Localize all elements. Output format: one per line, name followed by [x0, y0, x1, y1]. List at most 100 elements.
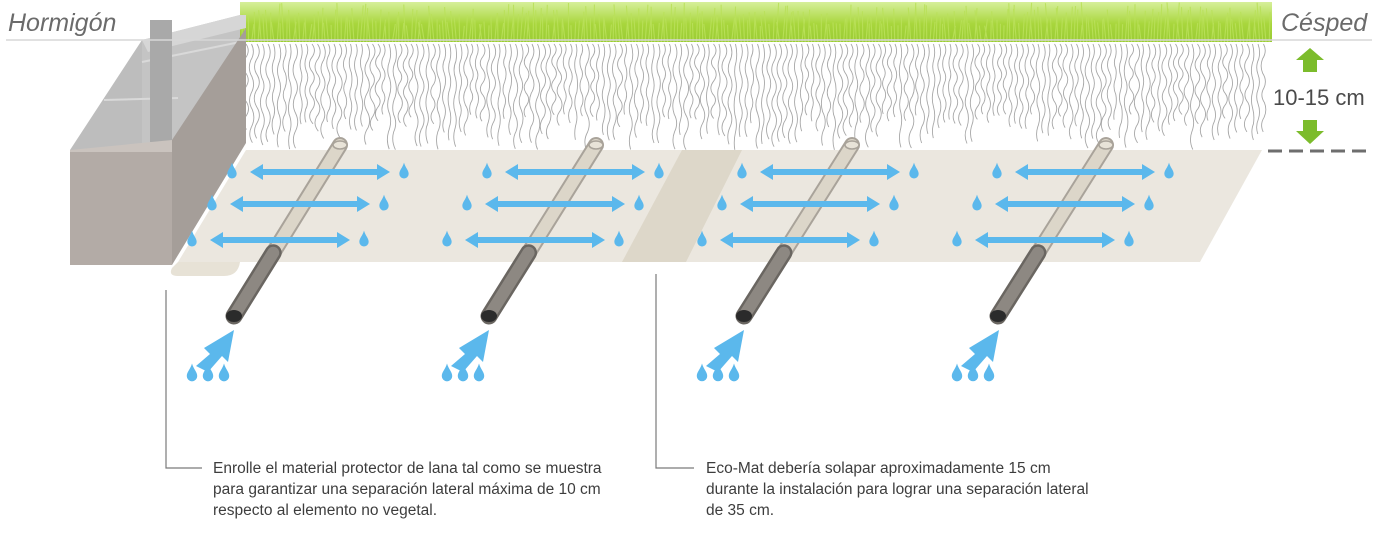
- mat-overlap-zone: [622, 150, 742, 262]
- pipe-lower: [483, 246, 535, 322]
- double-arrow-icon: [1015, 164, 1155, 180]
- double-arrow-left-head: [505, 164, 518, 180]
- pipe-lower: [738, 246, 790, 322]
- water-drop-icon: [462, 194, 472, 211]
- water-drop-icon: [972, 194, 982, 211]
- double-arrow-right-head: [1122, 196, 1135, 212]
- water-drop-icon: [218, 363, 230, 382]
- pipe-top-end: [1098, 140, 1114, 150]
- double-arrow-icon: [230, 196, 370, 212]
- double-arrow-left-head: [210, 232, 223, 248]
- note-overlap: Eco-Mat debería solapar aproximadamente …: [706, 460, 1089, 519]
- double-arrow-right-head: [1142, 164, 1155, 180]
- double-arrow-icon: [975, 232, 1115, 248]
- inflow-1: [186, 330, 234, 382]
- double-arrow-left-head: [465, 232, 478, 248]
- water-drop-icon: [712, 363, 724, 382]
- water-drop-icon: [442, 230, 452, 247]
- concrete-curb: [70, 15, 246, 265]
- concrete-front-top: [70, 140, 172, 152]
- inflow-2: [441, 330, 489, 382]
- pipe-upper: [1031, 139, 1112, 259]
- mat-wrap-edge: [170, 262, 240, 276]
- inflow-arrow-icon: [196, 330, 234, 372]
- up-arrow-icon: [1296, 48, 1324, 72]
- pipe-opening: [226, 310, 242, 322]
- double-arrow-icon: [995, 196, 1135, 212]
- pipe-top-end: [844, 140, 860, 150]
- inflow-arrow-icon: [706, 330, 744, 372]
- water-drop-icon: [967, 363, 979, 382]
- water-drop-icon: [889, 194, 899, 211]
- lateral-flow-group-1: [187, 162, 409, 248]
- inflow-arrow-icon: [451, 330, 489, 372]
- leader-line-2: [655, 274, 694, 469]
- leader-line-1: [165, 290, 202, 469]
- double-arrow-icon: [740, 196, 880, 212]
- pipe-top-end: [588, 140, 604, 150]
- double-arrow-right-head: [867, 196, 880, 212]
- pipe-4: [989, 137, 1114, 325]
- water-drop-icon: [992, 162, 1002, 179]
- grass-layer: [240, 2, 1272, 43]
- inflow-4: [951, 330, 999, 382]
- water-drop-icon: [457, 363, 469, 382]
- water-drop-icon: [186, 363, 198, 382]
- double-arrow-icon: [720, 232, 860, 248]
- double-arrow-right-head: [1102, 232, 1115, 248]
- lateral-flow-group-2: [442, 162, 664, 248]
- double-arrow-icon: [210, 232, 350, 248]
- double-arrow-icon: [250, 164, 390, 180]
- water-drop-icon: [983, 363, 995, 382]
- double-arrow-left-head: [250, 164, 263, 180]
- pipe-lower: [228, 246, 280, 322]
- water-drop-icon: [737, 162, 747, 179]
- concrete-left-top: [70, 40, 142, 150]
- water-drop-icon: [482, 162, 492, 179]
- water-drop-icon: [379, 194, 389, 211]
- callout-leaders: [165, 274, 694, 469]
- lateral-flow-group-4: [952, 162, 1174, 248]
- water-drop-icon: [634, 194, 644, 211]
- irrigation-pipes: [225, 137, 1114, 325]
- lateral-water-flow: [187, 162, 1174, 248]
- water-drop-icon: [207, 194, 217, 211]
- water-drop-icon: [952, 230, 962, 247]
- double-arrow-left-head: [995, 196, 1008, 212]
- concrete-side-face: [172, 28, 246, 265]
- water-drop-icon: [227, 162, 237, 179]
- double-arrow-right-head: [847, 232, 860, 248]
- root-zone: [242, 43, 1267, 151]
- double-arrow-right-head: [632, 164, 645, 180]
- water-drop-icon: [399, 162, 409, 179]
- water-drop-icon: [1164, 162, 1174, 179]
- inflow-arrow-icon: [961, 330, 999, 372]
- double-arrow-right-head: [377, 164, 390, 180]
- water-drop-icon: [696, 363, 708, 382]
- double-arrow-right-head: [592, 232, 605, 248]
- note-wrap-material: Enrolle el material protector de lana ta…: [213, 460, 602, 519]
- water-drop-icon: [717, 194, 727, 211]
- water-drop-icon: [951, 363, 963, 382]
- double-arrow-right-head: [887, 164, 900, 180]
- inflow-3: [696, 330, 744, 382]
- down-arrow-icon: [1296, 120, 1324, 144]
- water-drop-icon: [473, 363, 485, 382]
- double-arrow-left-head: [740, 196, 753, 212]
- lateral-flow-group-3: [697, 162, 919, 248]
- water-drop-icon: [654, 162, 664, 179]
- depth-range-label: 10-15 cm: [1273, 85, 1365, 110]
- double-arrow-left-head: [485, 196, 498, 212]
- double-arrow-icon: [485, 196, 625, 212]
- concrete-label: Hormigón: [8, 9, 117, 37]
- double-arrow-left-head: [720, 232, 733, 248]
- double-arrow-right-head: [357, 196, 370, 212]
- pipe-upper: [777, 139, 858, 259]
- pipe-top-end: [332, 140, 348, 150]
- concrete-edge-strip: [150, 20, 172, 142]
- pipe-opening: [990, 310, 1006, 322]
- water-drop-icon: [441, 363, 453, 382]
- water-drop-icon: [187, 230, 197, 247]
- concrete-front-face: [70, 150, 172, 265]
